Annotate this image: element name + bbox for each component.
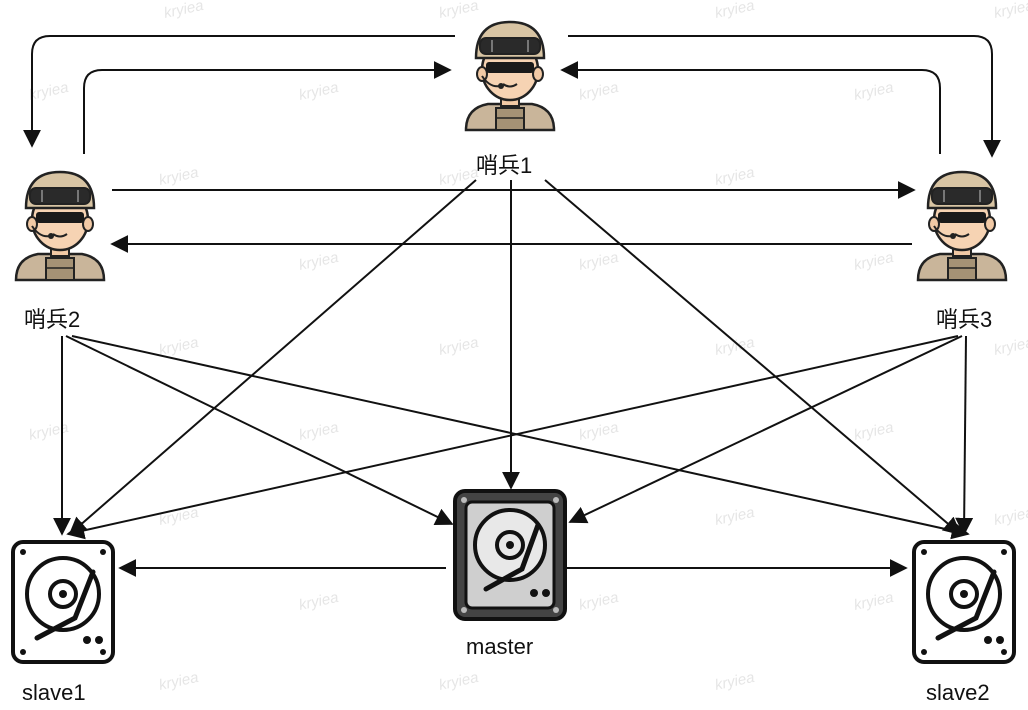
watermark-text: kryiea — [577, 79, 620, 104]
watermark-text: kryiea — [713, 0, 756, 22]
master-hard-disk-icon — [453, 489, 567, 621]
edge-sentinel2-to-master — [65, 335, 454, 525]
watermark-text: kryiea — [992, 504, 1028, 529]
watermark-text: kryiea — [577, 419, 620, 444]
watermark-text: kryiea — [713, 504, 756, 529]
watermark-text: kryiea — [437, 669, 480, 694]
watermark-text: kryiea — [713, 669, 756, 694]
sentinel3-soldier-icon — [916, 170, 1008, 282]
watermark-text: kryiea — [297, 79, 340, 104]
edge-sentinel3-to-slave2 — [955, 335, 974, 536]
watermark-text: kryiea — [162, 0, 205, 22]
watermark-text: kryiea — [992, 334, 1028, 359]
watermark-text: kryiea — [992, 0, 1028, 22]
watermark-text: kryiea — [852, 419, 895, 444]
watermark-text: kryiea — [852, 79, 895, 104]
sentinel1-label: 哨兵1 — [476, 153, 533, 178]
watermark-text: kryiea — [437, 0, 480, 22]
watermark-text: kryiea — [157, 164, 200, 189]
sentinel2-label: 哨兵2 — [24, 307, 81, 332]
watermark-text: kryiea — [297, 589, 340, 614]
edge-sentinel3-to-slave1 — [66, 335, 959, 540]
watermark-text: kryiea — [437, 334, 480, 359]
edge-sentinel3-to-sentinel1 — [560, 61, 941, 154]
edge-sentinel3-to-master — [568, 335, 963, 524]
watermark-text: kryiea — [27, 419, 70, 444]
watermark-text: kryiea — [157, 669, 200, 694]
watermark-text: kryiea — [297, 419, 340, 444]
edge-sentinel2-to-sentinel1 — [83, 61, 452, 154]
edge-sentinel1-to-slave2 — [544, 179, 962, 536]
watermark-text: kryiea — [713, 164, 756, 189]
watermark-text: kryiea — [577, 589, 620, 614]
slave2-label: slave2 — [926, 680, 990, 705]
edge-sentinel1-to-sentinel2 — [23, 35, 455, 148]
edges — [23, 35, 1001, 577]
slave1-hard-disk-icon — [13, 542, 113, 662]
watermark-text: kryiea — [27, 79, 70, 104]
watermark-text: kryiea — [157, 504, 200, 529]
edge-sentinel1-to-slave1 — [68, 179, 477, 536]
watermark-text: kryiea — [577, 249, 620, 274]
sentinel2-soldier-icon — [14, 170, 106, 282]
watermark-text: kryiea — [297, 249, 340, 274]
watermark-text: kryiea — [437, 164, 480, 189]
watermark-text: kryiea — [852, 249, 895, 274]
slave1-label: slave1 — [22, 680, 86, 705]
sentinel3-label: 哨兵3 — [936, 307, 993, 332]
watermark-text: kryiea — [157, 334, 200, 359]
sentinel1-soldier-icon — [464, 20, 556, 132]
edge-sentinel1-to-sentinel3 — [568, 35, 1001, 158]
watermark-text: kryiea — [852, 589, 895, 614]
edge-sentinel2-to-slave2 — [71, 335, 970, 540]
master-label: master — [466, 634, 534, 659]
slave2-hard-disk-icon — [914, 542, 1014, 662]
